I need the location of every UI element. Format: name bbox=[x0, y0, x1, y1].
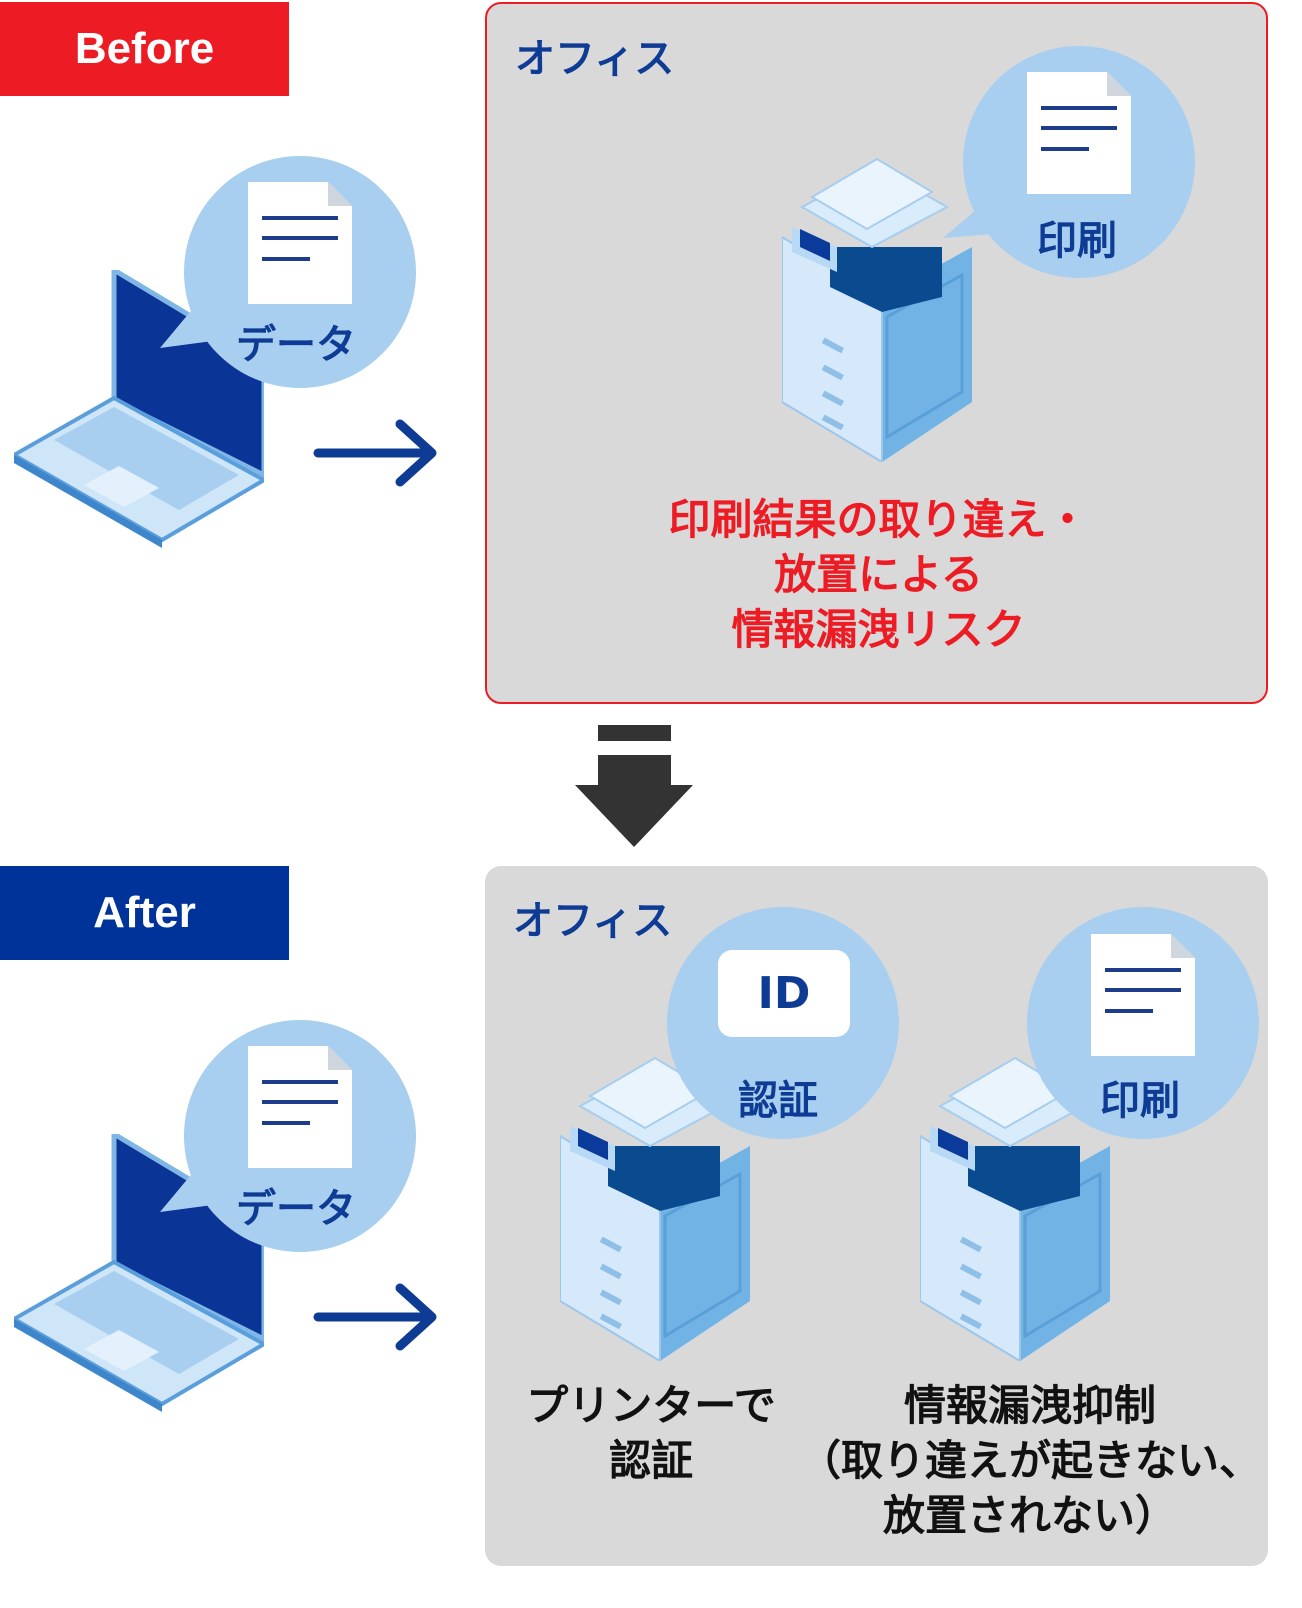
office-title: オフィス bbox=[515, 36, 675, 82]
after-label: After bbox=[0, 866, 289, 960]
document-icon bbox=[1027, 72, 1131, 194]
risk-line: 印刷結果の取り違え・ bbox=[668, 495, 1089, 544]
caption-line: プリンターで bbox=[526, 1381, 776, 1430]
id-badge: ID bbox=[718, 950, 850, 1037]
arrow-right-icon bbox=[313, 1283, 437, 1351]
printer-icon bbox=[782, 147, 972, 462]
bubble-tail bbox=[160, 300, 220, 348]
document-icon bbox=[248, 182, 352, 304]
arrow-right-icon bbox=[313, 419, 437, 487]
print-label: 印刷 bbox=[1037, 218, 1117, 264]
before-office-panel: オフィス 印刷 印刷結果の取り違え・ 放置による 情報漏洩リスク bbox=[485, 2, 1268, 704]
document-icon bbox=[1091, 934, 1195, 1056]
bubble-tail bbox=[943, 204, 993, 238]
caption-line: （取り違えが起きない、 bbox=[798, 1436, 1261, 1485]
data-label: データ bbox=[236, 322, 356, 368]
arrow-down-icon bbox=[575, 725, 693, 847]
caption-line: 認証 bbox=[608, 1436, 693, 1485]
risk-line: 放置による bbox=[774, 550, 983, 599]
bubble-tail bbox=[160, 1164, 220, 1212]
after-office-panel: オフィス ID 認証 印刷 プリンターで 認証 情報漏洩抑制 （取り違えが起きな… bbox=[485, 866, 1268, 1566]
print-caption: 情報漏洩抑制 （取り違えが起きない、 放置されない） bbox=[790, 1378, 1270, 1543]
caption-line: 情報漏洩抑制 bbox=[903, 1381, 1156, 1430]
auth-label: 認証 bbox=[738, 1078, 818, 1124]
risk-line: 情報漏洩リスク bbox=[731, 605, 1026, 654]
before-label: Before bbox=[0, 2, 289, 96]
caption-line: 放置されない） bbox=[882, 1491, 1177, 1540]
office-title: オフィス bbox=[513, 898, 673, 944]
data-label: データ bbox=[236, 1186, 356, 1232]
document-icon bbox=[248, 1046, 352, 1168]
auth-caption: プリンターで 認証 bbox=[501, 1378, 801, 1488]
print-label: 印刷 bbox=[1100, 1078, 1180, 1124]
risk-text: 印刷結果の取り違え・ 放置による 情報漏洩リスク bbox=[487, 492, 1270, 657]
